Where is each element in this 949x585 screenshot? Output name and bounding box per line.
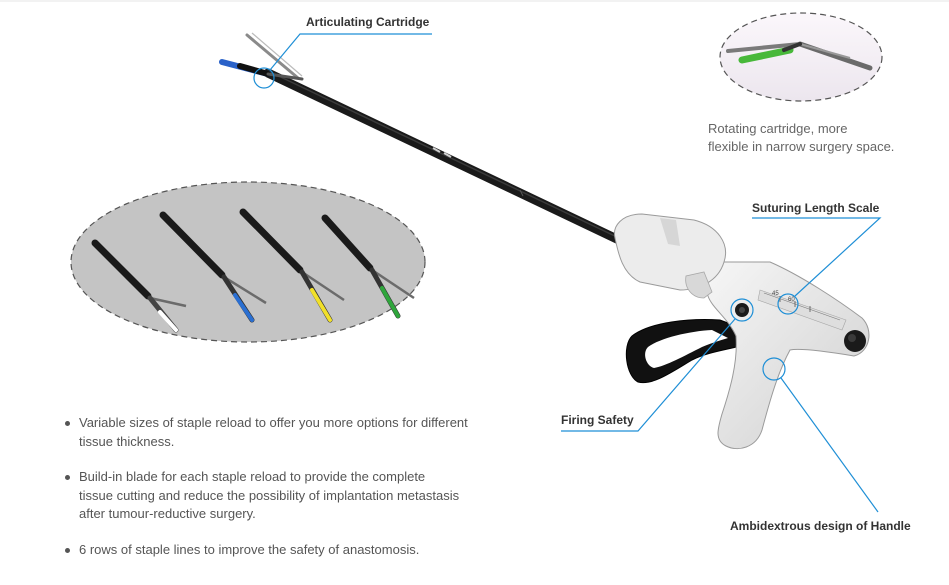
feature-item: Variable sizes of staple reload to offer…	[62, 414, 502, 451]
articulating-cartridge-label: Articulating Cartridge	[306, 15, 430, 29]
suturing-length-scale-marker	[777, 293, 799, 315]
ambidextrous-handle-label: Ambidextrous design of Handle	[730, 519, 911, 533]
feature-text: Build-in blade for each staple reload to…	[79, 469, 426, 484]
reload-yellow	[239, 208, 345, 323]
bullet-dot	[65, 475, 70, 480]
feature-item: Build-in blade for each staple reload to…	[62, 468, 502, 524]
rotating-cartridge-inset	[719, 12, 883, 102]
reload-comparison-inset	[70, 181, 426, 343]
bullet-dot	[65, 547, 70, 553]
rotating-cartridge-caption: Rotating cartridge, more flexible in nar…	[708, 120, 894, 156]
caption-line-1: Rotating cartridge, more	[708, 121, 848, 136]
callout-leaders	[253, 33, 882, 513]
ambidextrous-handle-marker	[762, 357, 786, 381]
caption-line-2: flexible in narrow surgery space.	[708, 139, 895, 154]
reload-green	[321, 214, 415, 319]
scale-mark-60: 60	[788, 297, 795, 303]
feature-item: 6 rows of staple lines to improve the sa…	[62, 541, 502, 560]
feature-text: tissue cutting and reduce the possibilit…	[79, 487, 460, 503]
feature-text: tissue thickness.	[79, 433, 175, 449]
feature-text: 6 rows of staple lines to improve the sa…	[79, 541, 420, 557]
articulating-cartridge-marker	[253, 67, 275, 89]
feature-text: Variable sizes of staple reload to offer…	[79, 415, 468, 430]
suturing-length-scale-label: Suturing Length Scale	[752, 201, 880, 215]
reload-white	[91, 239, 187, 333]
bullet-dot	[65, 421, 70, 426]
stapler-device	[219, 32, 870, 450]
feature-list: Variable sizes of staple reload to offer…	[62, 414, 502, 576]
firing-safety-marker	[730, 298, 754, 322]
feature-text: after tumour-reductive surgery.	[79, 506, 256, 521]
reload-blue	[159, 211, 267, 323]
scale-mark-45: 45	[772, 291, 779, 297]
firing-safety-label: Firing Safety	[561, 413, 634, 427]
